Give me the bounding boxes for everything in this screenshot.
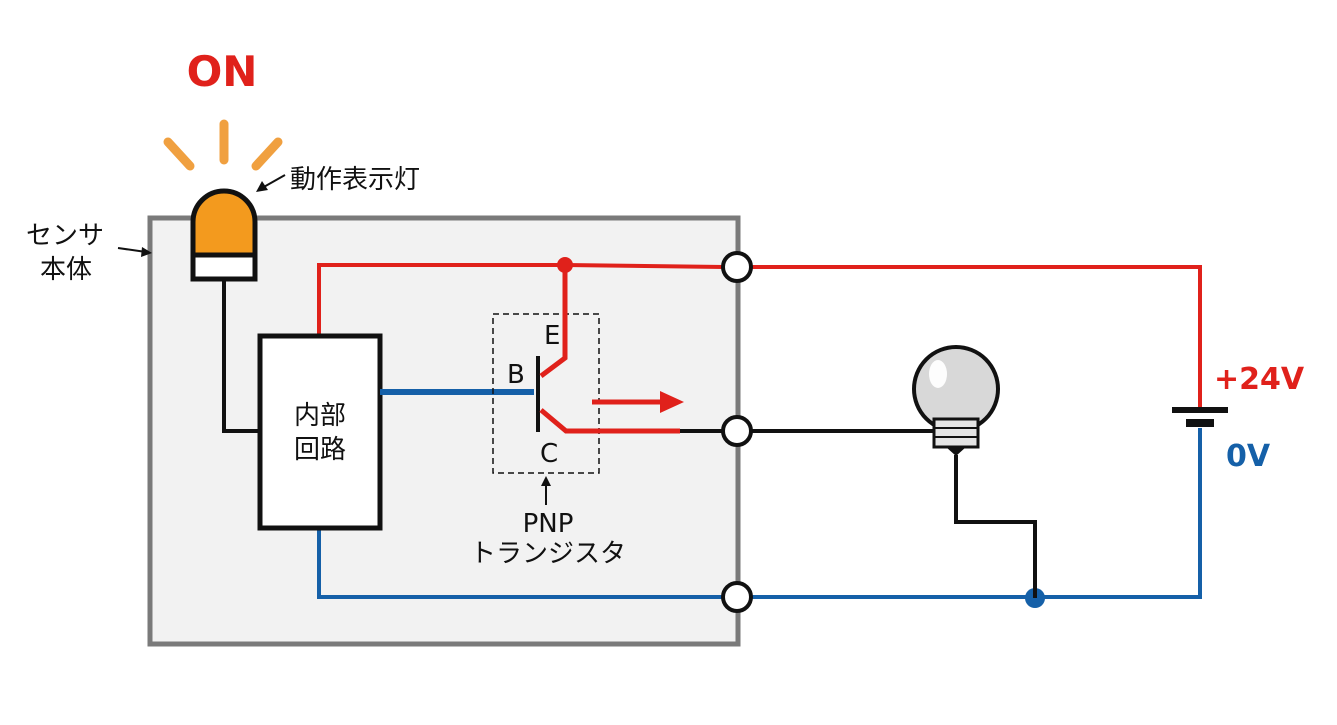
indicator-lamp-icon [190, 188, 258, 282]
ground-line-internal [317, 529, 724, 599]
transistor-outline [492, 313, 600, 474]
sensor-body-label-line2: 本体 [40, 255, 92, 285]
lamp-rays-icon [163, 119, 283, 171]
emitter-label: E [544, 321, 560, 351]
terminal-power [721, 251, 753, 283]
indicator-label: 動作表示灯 [290, 165, 420, 195]
zero-volt-label: 0V [1226, 439, 1271, 474]
base-label: B [507, 360, 525, 390]
internal-circuit-label-line1: 内部 [294, 401, 346, 431]
light-bulb-icon [912, 345, 1000, 456]
pnp-transistor-symbol [536, 268, 680, 434]
sensor-body-label-line1: センサ [26, 221, 104, 251]
load-return-wire [954, 455, 1037, 598]
indicator-pointer-arrow [261, 174, 286, 189]
status-on-label: ON [187, 47, 258, 96]
internal-circuit-box [257, 333, 383, 531]
terminal-ground [721, 581, 753, 613]
lamp-wire [222, 280, 260, 433]
terminal-output [721, 415, 753, 447]
power-line-internal [317, 263, 565, 334]
current-arrow-icon [592, 391, 684, 413]
positive-voltage-label: +24V [1214, 362, 1305, 397]
power-line-external [750, 265, 1202, 410]
internal-circuit-label-line2: 回路 [294, 435, 346, 465]
transistor-label-line1: PNP [523, 509, 574, 539]
power-junction-dot [557, 257, 573, 273]
transistor-label-line2: トランジスタ [470, 539, 626, 569]
collector-label: C [540, 439, 558, 469]
ground-line-external [750, 428, 1202, 599]
battery-symbol-icon [1172, 407, 1228, 427]
power-line-to-terminal [564, 263, 725, 269]
sensor-body-pointer-arrow [117, 247, 147, 253]
